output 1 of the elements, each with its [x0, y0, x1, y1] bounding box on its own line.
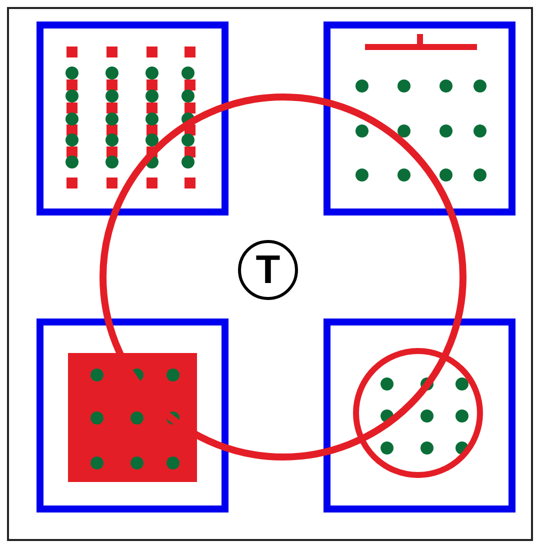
circle-node: T [238, 240, 298, 300]
